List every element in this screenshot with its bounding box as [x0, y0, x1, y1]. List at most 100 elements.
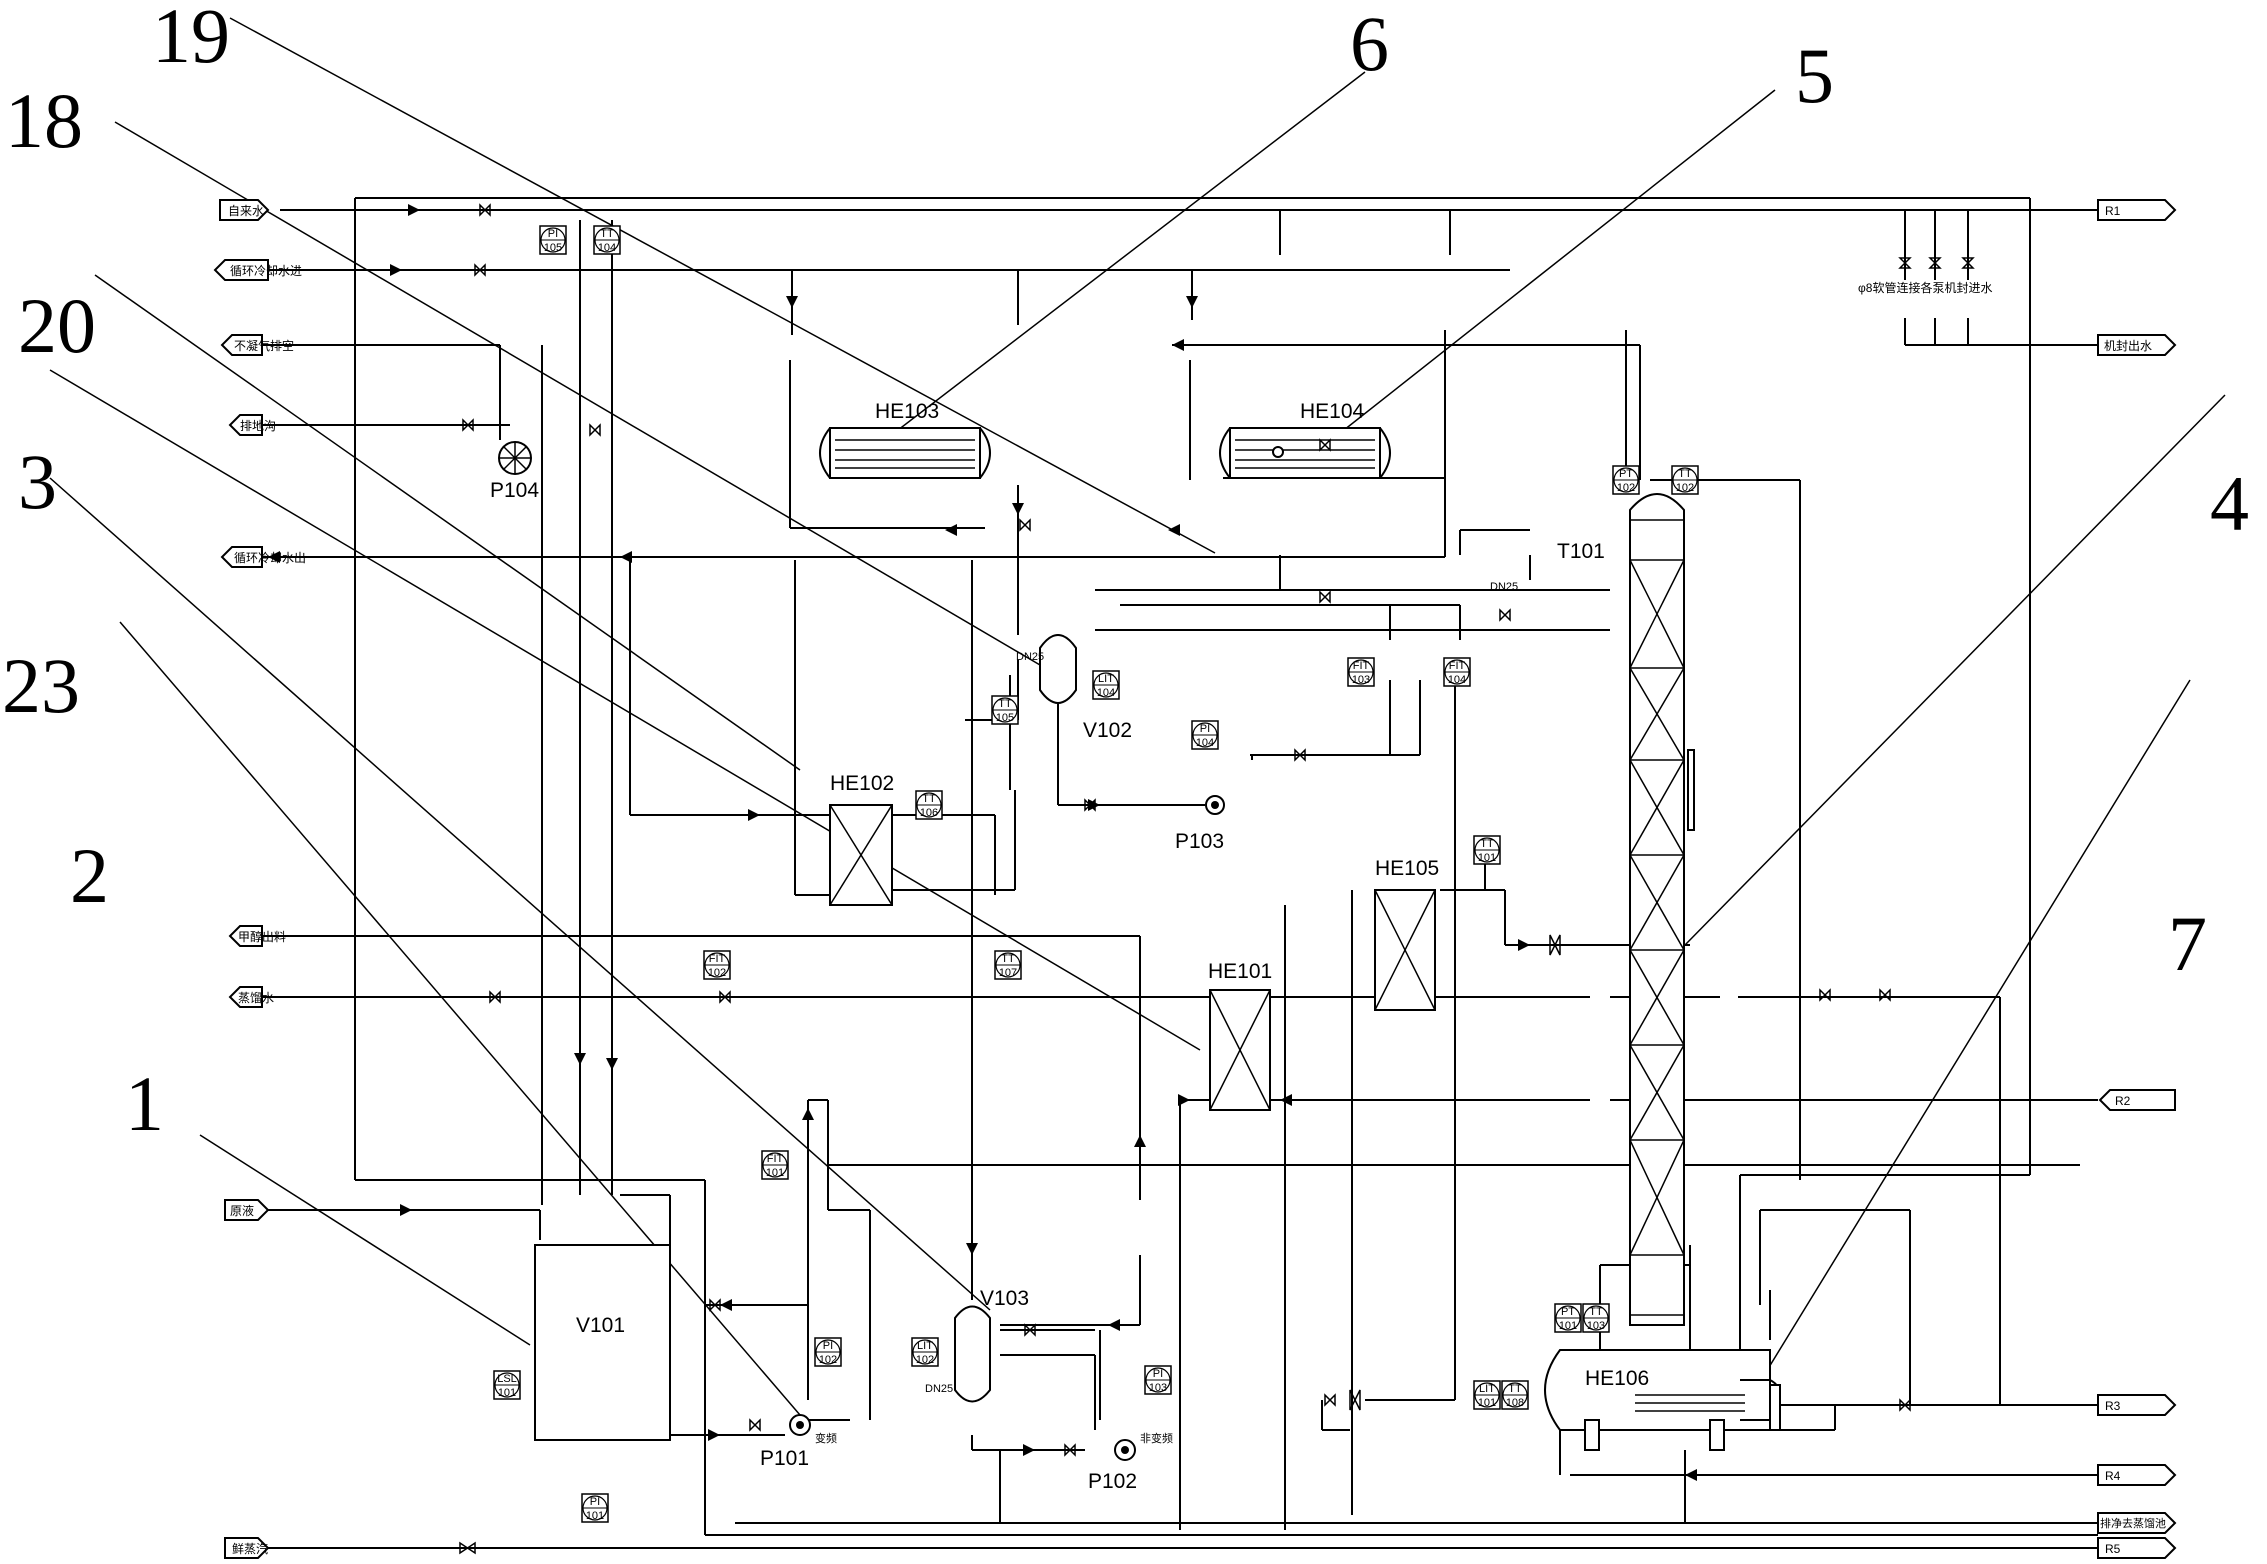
instrument-number: 104: [598, 242, 616, 254]
stream-labels-left: 自来水 循环冷却水进 不凝气排空 排地沟 循环冷却水出 甲醇出料 蒸馏水 原液 …: [213, 199, 306, 1559]
instrument-number: 101: [1559, 1320, 1577, 1332]
instrument-tt-102: TT 102: [1671, 465, 1699, 495]
leader-23: [49, 477, 991, 1311]
stream-feed: 原液: [230, 1203, 254, 1218]
stream-r5: R5: [2105, 1542, 2121, 1556]
instrument-function: PT: [1561, 1306, 1575, 1318]
instrument-function: FIT: [767, 1153, 784, 1165]
label-v101: V101: [576, 1314, 625, 1337]
stream-r-flush: 排净去蒸馏池: [2100, 1516, 2166, 1530]
instrument-number: 101: [1478, 1397, 1496, 1409]
instrument-number: 101: [766, 1167, 784, 1179]
callout-leaders: [49, 17, 2226, 1416]
leader-4: [1684, 394, 2226, 946]
instrument-function: PI: [823, 1340, 833, 1352]
instrument-function: TT: [1001, 953, 1015, 965]
he105-exchanger: HE105: [1374, 857, 1439, 1011]
leader-18: [114, 121, 1041, 666]
label-he101: HE101: [1208, 960, 1272, 983]
label-v103: V103: [980, 1287, 1029, 1310]
callout-3: 3: [18, 438, 57, 525]
instrument-function: LIT: [1479, 1383, 1495, 1395]
callout-5: 5: [1795, 32, 1834, 119]
instrument-number: 107: [999, 967, 1017, 979]
stream-r1: R1: [2105, 204, 2121, 218]
instrument-function: PT: [1619, 468, 1633, 480]
callout-6: 6: [1350, 0, 1389, 87]
note-hose: φ8软管连接各泵机封进水: [1858, 280, 1992, 295]
instrument-number: 104: [1448, 674, 1466, 686]
instrument-number: 101: [586, 1510, 604, 1522]
stream-labels-right: R1 φ8软管连接各泵机封进水 机封出水 R2 R3 R4 排净去蒸馏池 R5: [1858, 199, 2177, 1559]
instrument-number: 102: [1617, 482, 1635, 494]
instrument-function: FIT: [709, 953, 726, 965]
instrument-number: 102: [1676, 482, 1694, 494]
stream-seal-water-out: 机封出水: [2104, 339, 2152, 353]
instrument-function: TT: [1678, 468, 1692, 480]
instrument-number: 104: [1097, 687, 1115, 699]
he104-exchanger: HE104: [1219, 400, 1391, 479]
stream-distilled-water: 蒸馏水: [238, 991, 274, 1005]
label-he105: HE105: [1375, 857, 1439, 880]
instrument-function: PI: [1153, 1368, 1163, 1380]
t101-column: T101: [1557, 493, 1695, 1326]
label-dn25-a: DN25: [1016, 651, 1044, 663]
stream-vent: 不凝气排空: [234, 338, 294, 353]
instrument-number: 105: [544, 242, 562, 254]
label-t101: T101: [1557, 540, 1605, 563]
he101-exchanger: HE101: [1208, 960, 1272, 1111]
instrument-lit-101: LIT 101: [1473, 1380, 1501, 1410]
instrument-number: 106: [920, 807, 938, 819]
label-he106: HE106: [1585, 1367, 1649, 1390]
label-dn25-c: DN25: [1490, 581, 1518, 593]
callout-19: 19: [152, 0, 230, 79]
label-p102: P102: [1088, 1470, 1137, 1493]
instrument-fit-104: FIT 104: [1443, 657, 1471, 687]
label-he104: HE104: [1300, 400, 1365, 423]
he103-exchanger: HE103: [819, 400, 991, 479]
stream-tap-water: 自来水: [228, 204, 264, 218]
flow-arrows: [268, 204, 1697, 1481]
note-p101: 变频: [815, 1431, 837, 1445]
instrument-function: FIT: [1449, 660, 1466, 672]
label-v102: V102: [1083, 719, 1132, 742]
stream-to-sewer: 排地沟: [240, 419, 276, 433]
instrument-number: 108: [1506, 1397, 1524, 1409]
leader-5: [1324, 89, 1776, 446]
label-p103: P103: [1175, 830, 1224, 853]
leader-6: [884, 71, 1366, 441]
leader-3: [49, 369, 1201, 1051]
v103-vessel: V103 DN25: [925, 1287, 1029, 1403]
label-p104: P104: [490, 479, 539, 502]
instrument-number: 105: [996, 712, 1014, 724]
instrument-fit-101: FIT 101: [761, 1150, 789, 1180]
instrument-number: 103: [1587, 1320, 1605, 1332]
v102-vessel: V102 DN25: [1016, 634, 1132, 742]
instrument-tt-103: TT 103: [1582, 1303, 1610, 1333]
label-dn25-b: DN25: [925, 1383, 953, 1395]
stream-fresh-steam: 鲜蒸汽: [232, 1541, 268, 1556]
instrument-function: TT: [922, 793, 936, 805]
instrument-number: 104: [1196, 737, 1214, 749]
p102-pump: P102 非变频: [1088, 1431, 1173, 1493]
instrument-pt-102: PT 102: [1612, 465, 1640, 495]
instrument-number: 102: [708, 967, 726, 979]
he106-reboiler: HE106 DN25: [1490, 581, 1781, 1451]
callout-2: 2: [70, 832, 109, 919]
instrument-function: TT: [1589, 1306, 1603, 1318]
instrument-function: FIT: [1353, 660, 1370, 672]
instrument-number: 102: [819, 1354, 837, 1366]
instrument-function: TT: [1480, 838, 1494, 850]
stream-methanol-out: 甲醇出料: [238, 929, 286, 944]
instrument-number: 103: [1149, 1382, 1167, 1394]
